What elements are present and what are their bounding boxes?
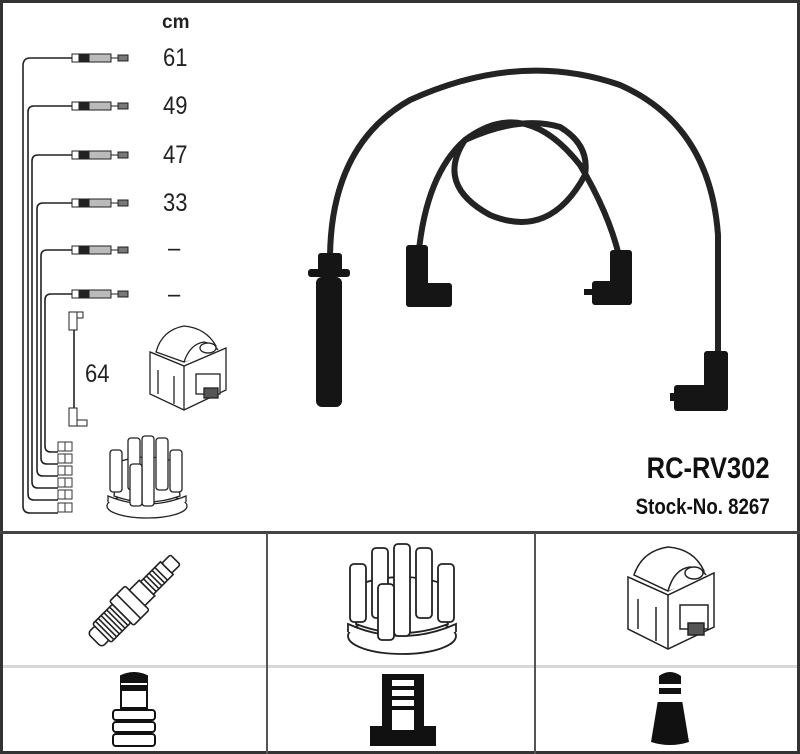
grid-col-divider-2 bbox=[534, 533, 536, 754]
angled-boot-coil bbox=[670, 351, 728, 411]
coil-wire-ends bbox=[68, 311, 88, 427]
distributor-cap-grid-icon bbox=[347, 543, 457, 655]
wire-path-1 bbox=[22, 57, 72, 514]
stock-number: Stock-No. 8267 bbox=[635, 494, 770, 519]
wire-terminals bbox=[71, 53, 129, 299]
plug-boot-long bbox=[308, 253, 350, 407]
unit-label: cm bbox=[162, 12, 190, 33]
wire-path-6 bbox=[44, 293, 72, 453]
spark-plug-icon bbox=[88, 554, 181, 647]
wire-length-6: – bbox=[168, 280, 181, 308]
wire-length-3: 47 bbox=[163, 141, 188, 169]
wire-path-5 bbox=[40, 249, 72, 465]
model-number: RC-RV302 bbox=[647, 452, 770, 485]
ignition-cable-set-photo bbox=[308, 67, 728, 411]
cable-loop bbox=[415, 119, 623, 263]
distributor-cap-icon bbox=[106, 435, 188, 519]
ignition-coil-grid-icon bbox=[627, 546, 715, 650]
coil-wire-length: 64 bbox=[85, 360, 110, 388]
top-panel: cm bbox=[22, 12, 770, 519]
wire-legend-schematic bbox=[22, 53, 129, 514]
angled-boot-left bbox=[406, 245, 452, 307]
distributor-terminals bbox=[57, 441, 73, 513]
wire-path-3 bbox=[31, 154, 72, 489]
wire-length-2: 49 bbox=[163, 92, 188, 120]
wire-length-4: 33 bbox=[163, 189, 188, 217]
wire-length-5: – bbox=[168, 234, 181, 262]
wire-path-4 bbox=[36, 202, 72, 477]
angled-boot-right bbox=[584, 250, 632, 305]
grid-col-divider-1 bbox=[266, 533, 268, 754]
wire-path-2 bbox=[27, 105, 72, 501]
cable-long bbox=[327, 67, 721, 373]
plug-connector-straight-icon bbox=[112, 672, 156, 747]
grid-row-divider bbox=[3, 665, 797, 668]
distributor-connector-icon bbox=[370, 674, 436, 746]
section-divider bbox=[0, 531, 800, 534]
ignition-coil-icon bbox=[149, 325, 227, 411]
coil-connector-tapered-icon bbox=[651, 672, 689, 745]
wire-length-1: 61 bbox=[163, 44, 188, 72]
cable-loop-return bbox=[451, 120, 589, 225]
